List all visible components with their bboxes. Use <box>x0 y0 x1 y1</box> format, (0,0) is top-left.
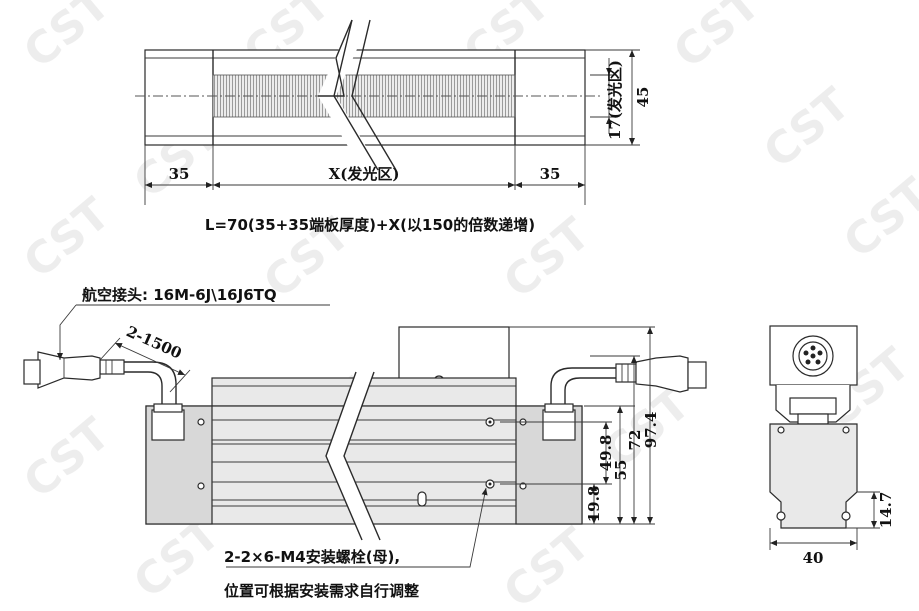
watermark-text: CST <box>494 518 599 611</box>
dim-end-plate-left: 35 <box>169 165 190 183</box>
dim-end-plate-right: 35 <box>540 165 561 183</box>
watermark-text: CST <box>14 188 119 288</box>
watermark-text: CST <box>834 168 919 268</box>
cable-length-label: 2-1500 <box>124 322 185 362</box>
length-formula: L=70(35+35端板厚度)+X(以150的倍数递增) <box>205 216 535 234</box>
top-view: 35 X(发光区) 35 45 17(发光区) L=70(35+35端板厚度)+… <box>135 19 652 234</box>
dim-19-8: 19.8 <box>585 486 603 523</box>
bolt-note-line1: 2-2×6-M4安装螺栓(母), <box>224 548 400 566</box>
watermark-text: CST <box>14 408 119 508</box>
end-view: 40 14.7 <box>769 325 895 567</box>
dim-end-width: 40 <box>803 549 824 567</box>
dim-72: 72 <box>626 430 644 451</box>
dim-emitting-width: 17(发光区) <box>606 60 624 140</box>
connector-model-label: 航空接头: 16M-6J\16J6TQ <box>82 286 277 304</box>
bolt-note-line2: 位置可根据安装需求自行调整 <box>224 582 419 600</box>
dim-body-height: 45 <box>634 87 652 108</box>
watermark-text: CST <box>664 0 769 78</box>
dim-end-height: 14.7 <box>877 492 895 529</box>
left-connector <box>23 351 185 441</box>
dim-55: 55 <box>612 460 630 481</box>
side-view: 航空接头: 16M-6J\16J6TQ 2-1500 19.8 49.8 55 … <box>23 286 707 600</box>
watermark-text: CST <box>754 78 859 178</box>
watermark-text: CST <box>14 0 119 78</box>
dim-49-8: 49.8 <box>597 435 615 472</box>
dim-emitting-length: X(发光区) <box>329 165 400 183</box>
dim-97-4: 97.4 <box>642 412 660 449</box>
